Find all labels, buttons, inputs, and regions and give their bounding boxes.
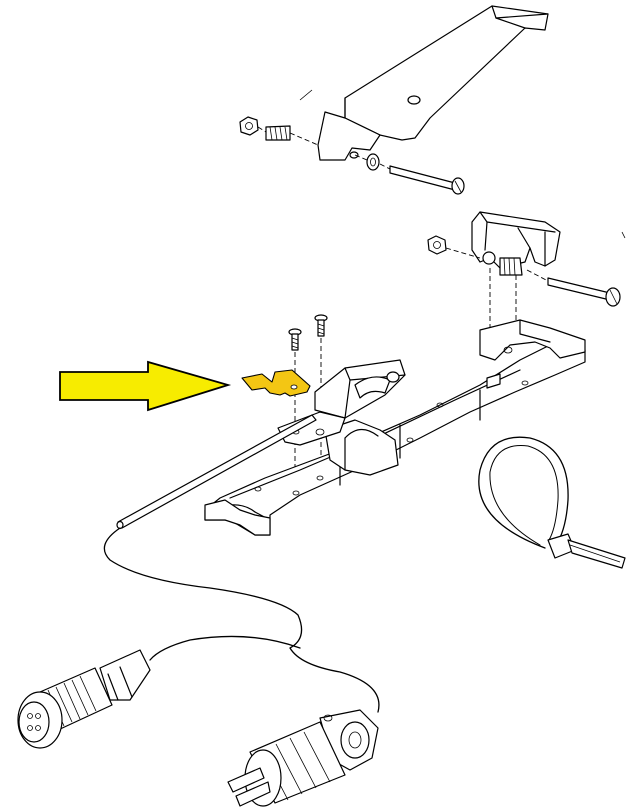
lever-washer xyxy=(366,153,380,171)
sensor-block xyxy=(314,359,406,419)
cable-connector-plug xyxy=(17,649,151,749)
cable-connector-socket xyxy=(227,709,379,807)
screw-left xyxy=(288,328,302,351)
highlighted-clip-part xyxy=(241,369,311,397)
lever-nut xyxy=(239,116,259,136)
hinge-pin-line xyxy=(526,269,549,282)
lever-assembly-line xyxy=(257,126,319,146)
lever-pivot-pin xyxy=(389,165,465,195)
sensor-rod xyxy=(116,414,317,530)
cable-tie xyxy=(478,436,626,569)
screw-right xyxy=(314,314,328,337)
hinge-bracket xyxy=(471,211,561,276)
pin-assembly-line xyxy=(354,154,391,170)
hinge-nut-line xyxy=(445,247,481,259)
hinge-nut xyxy=(427,235,447,255)
base-front-cradle xyxy=(204,499,271,536)
base-center-mount xyxy=(324,419,399,476)
lever-arm xyxy=(299,5,549,161)
base-rear-cradle xyxy=(479,319,586,361)
hinge-pivot-pin xyxy=(547,277,621,307)
lever-spring xyxy=(265,125,291,141)
arrow-right-icon xyxy=(59,360,232,412)
connector-cable xyxy=(149,635,301,661)
sensor-cable xyxy=(103,527,380,713)
edge-mark xyxy=(621,231,626,239)
